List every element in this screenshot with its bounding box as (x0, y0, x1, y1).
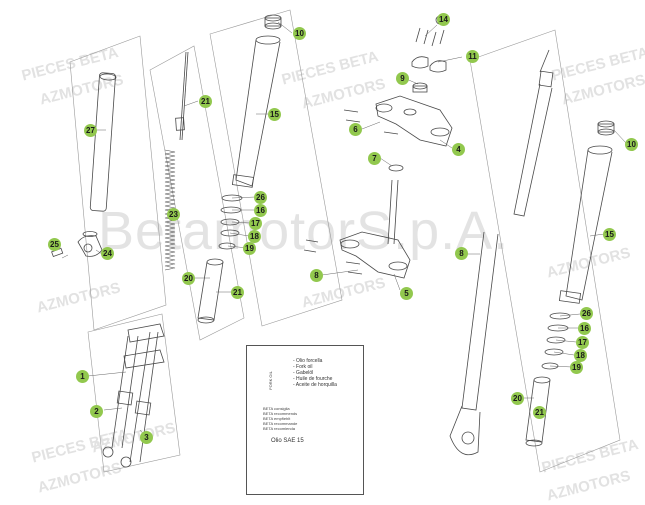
callout-5: 5 (400, 287, 413, 300)
callout-11: 11 (466, 50, 479, 63)
callout-8: 8 (310, 269, 323, 282)
callout-14-right: 15 (603, 228, 616, 241)
spring-23 (164, 149, 176, 271)
callout-19-right: 20 (511, 392, 524, 405)
oil-recommendations: BETA consiglia BETA recommends BETA empf… (263, 406, 297, 431)
fork-cap-10 (264, 14, 282, 30)
oil-line: - Gabelöl (293, 370, 314, 376)
fork-leg-3 (449, 49, 554, 456)
callout-14: 15 (268, 108, 281, 121)
callout-7: 7 (368, 152, 381, 165)
callout-18: 19 (243, 242, 256, 255)
callout-6: 6 (349, 123, 362, 136)
lower-triple-clamp-5 (339, 179, 411, 279)
fork-assembly-1 (102, 323, 165, 468)
damper-rod-21 (175, 51, 189, 141)
fork-oil-box: - Olio forcella - Fork oil - Gabelöl - H… (246, 345, 364, 495)
callout-4: 4 (452, 143, 465, 156)
callout-25: 25 (48, 238, 61, 251)
reco-line: BETA consiglia (263, 406, 290, 411)
nut-7 (388, 164, 404, 172)
oil-grade: Olio SAE 15 (271, 438, 304, 444)
callout-1: 1 (76, 370, 89, 383)
callout-16-right: 17 (576, 336, 589, 349)
callout-18-right: 19 (570, 361, 583, 374)
callout-10-right: 10 (625, 138, 638, 151)
callout-2: 2 (90, 405, 103, 418)
screws-12 (415, 15, 445, 47)
callout-24: 24 (101, 247, 114, 260)
callout-20: 21 (231, 286, 244, 299)
bolts-8 (303, 239, 363, 275)
oil-type-list: - Olio forcella - Fork oil - Gabelöl - H… (293, 358, 337, 388)
callout-15: 16 (254, 204, 267, 217)
fork-cap-10-right (597, 120, 615, 136)
slider-tube-19 (197, 258, 224, 324)
reco-line: BETA empfiehlt (263, 416, 291, 421)
callout-21: 21 (199, 95, 212, 108)
bar-clamps-11 (411, 56, 447, 73)
callout-3: 3 (140, 431, 153, 444)
callout-10: 10 (293, 27, 306, 40)
callout-20-right: 21 (533, 406, 546, 419)
callout-17: 18 (248, 230, 261, 243)
oil-line: - Huile de fourche (293, 376, 333, 382)
callout-26-right: 26 (580, 307, 593, 320)
outer-tube-14-right (558, 145, 613, 304)
callout-16: 17 (249, 217, 262, 230)
callout-17-right: 18 (574, 349, 587, 362)
callout-9: 9 (396, 72, 409, 85)
callout-27: 27 (84, 124, 97, 137)
callout-8-right: 8 (455, 247, 468, 260)
oil-can-label: FORK OIL (267, 371, 273, 390)
callout-26: 26 (254, 191, 267, 204)
callout-15-right: 16 (578, 322, 591, 335)
oil-line: - Fork oil (293, 364, 313, 370)
reco-line: BETA recomienda (263, 426, 295, 431)
reco-line: BETA recommends (263, 411, 298, 416)
group-frames (69, 9, 621, 473)
oil-line: - Olio forcella (293, 358, 323, 364)
callout-19: 20 (182, 272, 195, 285)
seal-stack-left (218, 194, 243, 250)
oil-line: - Aceite de horquilla (293, 382, 337, 388)
slider-tube-19-right (525, 376, 551, 447)
axle-clamp-24 (77, 231, 103, 257)
bolts-6 (343, 109, 399, 135)
reco-line: BETA recommande (263, 421, 298, 426)
fork-tube-27 (89, 72, 117, 212)
bushing-9 (412, 82, 428, 93)
callout-23: 23 (167, 208, 180, 221)
callout-12: 14 (437, 13, 450, 26)
upper-triple-clamp-4 (375, 95, 453, 147)
